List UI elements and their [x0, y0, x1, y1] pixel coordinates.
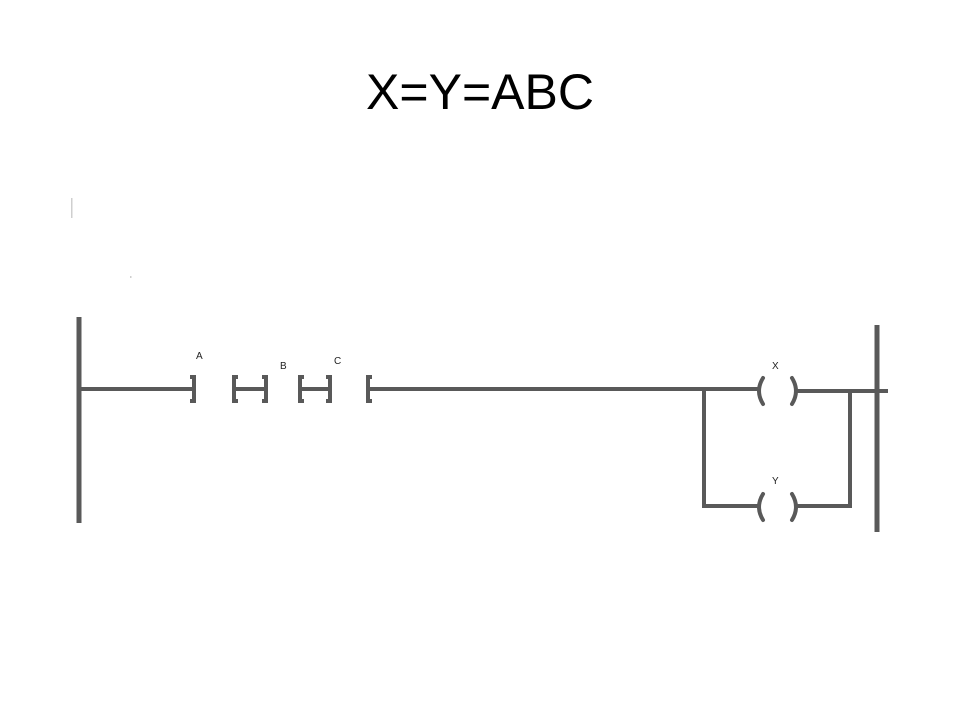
- coil-x-label: X: [772, 361, 779, 372]
- slide-title: X=Y=ABC: [366, 64, 594, 120]
- coil-x: X: [757, 361, 798, 406]
- contact-b: B: [262, 361, 304, 403]
- contact-c-label: C: [334, 356, 341, 367]
- contact-c-left-plate: [326, 375, 332, 403]
- contact-a: A: [190, 351, 238, 403]
- scan-speck: [130, 276, 132, 278]
- contact-b-label: B: [280, 361, 287, 372]
- coil-y-label: Y: [772, 476, 779, 487]
- coil-y-left-arc: [757, 492, 765, 522]
- coil-y: Y: [757, 476, 798, 522]
- contact-c: C: [326, 356, 372, 403]
- contact-b-left-plate: [262, 375, 268, 403]
- scan-speck: [71, 198, 73, 218]
- coil-x-left-arc: [757, 376, 765, 406]
- contact-a-left-plate: [190, 375, 196, 403]
- contact-a-label: A: [196, 351, 203, 362]
